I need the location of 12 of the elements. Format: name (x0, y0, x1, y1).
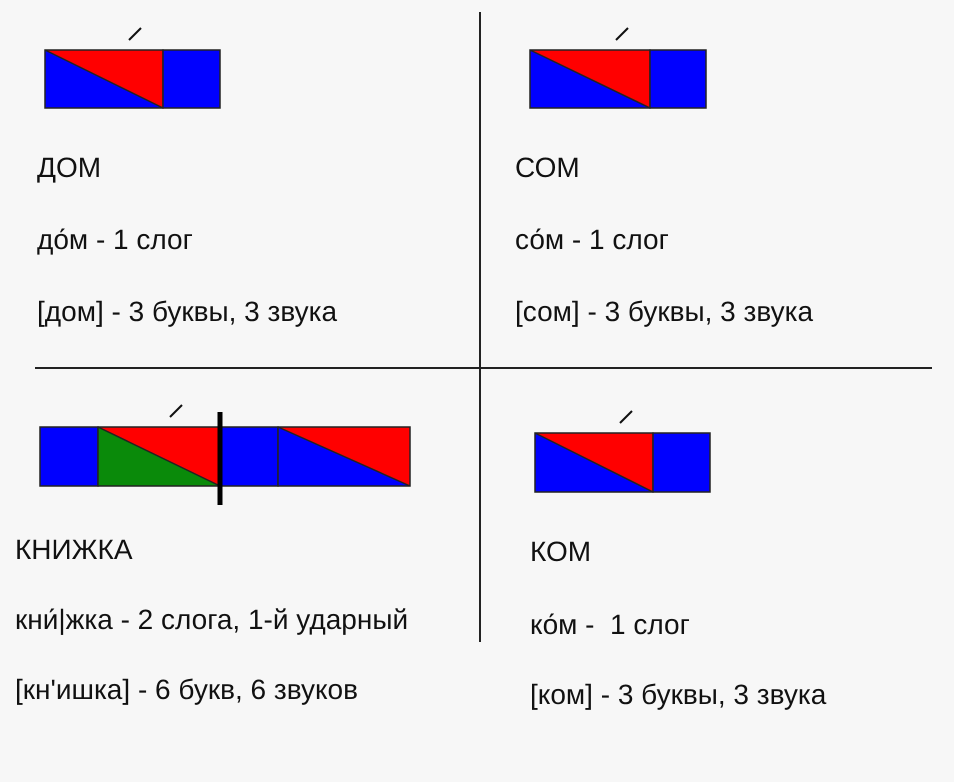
word: КОМ (530, 535, 592, 569)
syllable-note: до́м - 1 слог (37, 223, 193, 257)
word: КНИЖКА (15, 533, 132, 567)
sound-note: [сом] - 3 буквы, 3 звука (515, 295, 814, 329)
sound-note: [ком] - 3 буквы, 3 звука (530, 678, 826, 712)
sound-note: [кн'ишка] - 6 букв, 6 звуков (15, 673, 358, 707)
word: ДОМ (37, 151, 102, 185)
syllable-note: кни́|жка - 2 слога, 1-й ударный (15, 603, 408, 637)
syllable-note: со́м - 1 слог (515, 223, 669, 257)
word: СОМ (515, 151, 580, 185)
syllable-note: ко́м - 1 слог (530, 608, 690, 642)
sound-note: [дом] - 3 буквы, 3 звука (37, 295, 338, 329)
